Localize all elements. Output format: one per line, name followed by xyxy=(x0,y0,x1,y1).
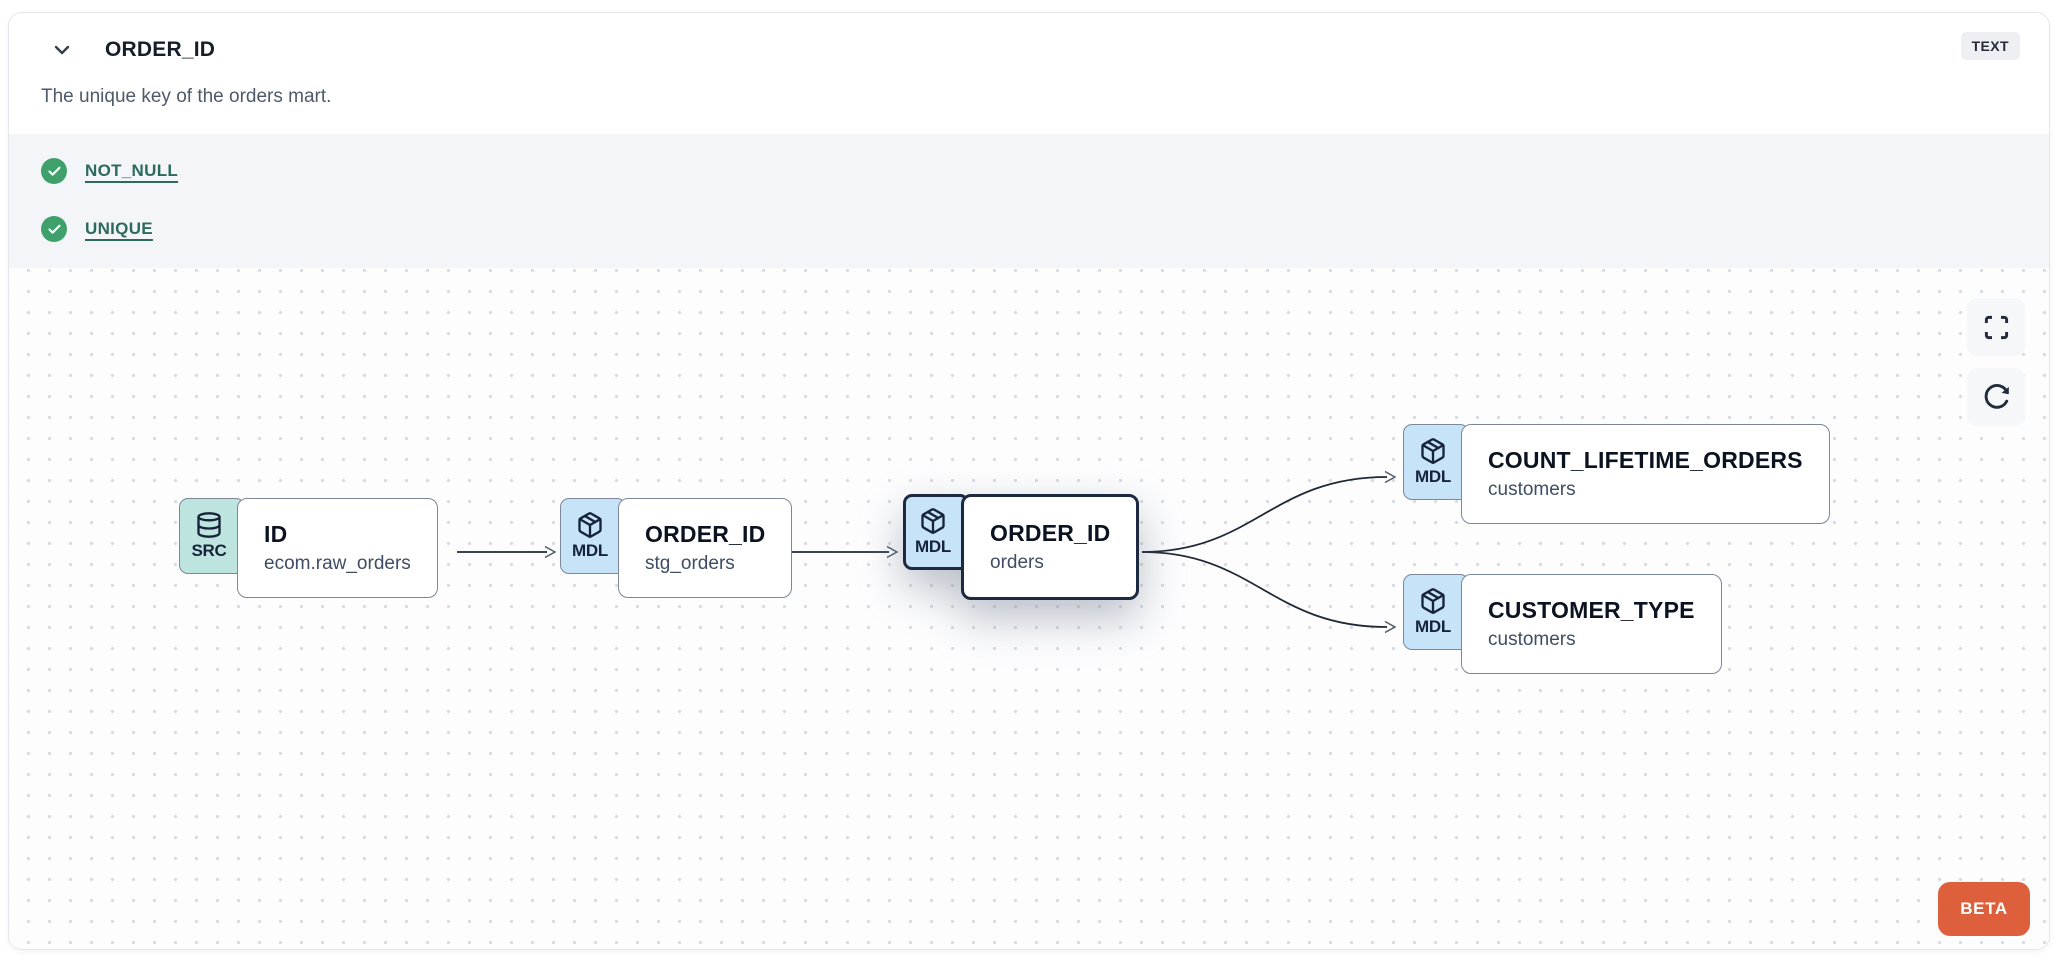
node-badge-label: MDL xyxy=(1415,617,1451,636)
node-title: ORDER_ID xyxy=(645,521,766,547)
check-circle-icon xyxy=(41,158,67,184)
package-icon xyxy=(919,507,947,535)
edge-arrowhead xyxy=(544,545,557,559)
node-card: ID ecom.raw_orders xyxy=(237,498,438,598)
lineage-node-customer-type[interactable]: MDL CUSTOMER_TYPE customers xyxy=(1403,574,1722,674)
column-name-title: ORDER_ID xyxy=(105,38,216,61)
node-subtitle: customers xyxy=(1488,479,1576,500)
node-type-badge-mdl: MDL xyxy=(560,498,626,574)
node-type-badge-mdl: MDL xyxy=(903,494,969,570)
edge-arrowhead xyxy=(1384,620,1397,634)
node-title: ID xyxy=(264,521,288,547)
edge-arrowhead xyxy=(886,545,899,559)
collapse-toggle-button[interactable] xyxy=(49,37,75,63)
package-icon xyxy=(1419,587,1447,615)
column-details-panel: ORDER_ID TEXT The unique key of the orde… xyxy=(8,12,2050,950)
lineage-node-src-id[interactable]: SRC ID ecom.raw_orders xyxy=(179,498,438,598)
edge xyxy=(1141,476,1388,553)
test-link-unique[interactable]: UNIQUE xyxy=(85,219,153,238)
node-card: ORDER_ID stg_orders xyxy=(618,498,793,598)
node-badge-label: MDL xyxy=(1415,467,1451,486)
node-card: ORDER_ID orders xyxy=(961,494,1140,600)
edge-arrowhead xyxy=(1384,470,1397,484)
edge xyxy=(1141,551,1388,628)
test-row: UNIQUE xyxy=(41,216,2017,242)
fullscreen-button[interactable] xyxy=(1967,298,2025,356)
lineage-edges xyxy=(457,470,1397,634)
node-subtitle: stg_orders xyxy=(645,553,735,574)
header: ORDER_ID TEXT The unique key of the orde… xyxy=(9,13,2049,134)
chevron-down-icon xyxy=(50,38,74,62)
data-type-badge: TEXT xyxy=(1960,32,2020,60)
node-card: COUNT_LIFETIME_ORDERS customers xyxy=(1461,424,1830,524)
node-card: CUSTOMER_TYPE customers xyxy=(1461,574,1722,674)
test-link-not-null[interactable]: NOT_NULL xyxy=(85,161,179,180)
test-row: NOT_NULL xyxy=(41,158,2017,184)
node-type-badge-src: SRC xyxy=(179,498,245,574)
beta-badge: BETA xyxy=(1938,882,2030,936)
node-subtitle: customers xyxy=(1488,629,1576,650)
node-type-badge-mdl: MDL xyxy=(1403,424,1469,500)
tests-section: NOT_NULL UNIQUE xyxy=(9,134,2049,268)
column-description: The unique key of the orders mart. xyxy=(41,86,332,107)
refresh-button[interactable] xyxy=(1967,368,2025,426)
canvas-controls xyxy=(1967,298,2025,426)
package-icon xyxy=(576,511,604,539)
node-type-badge-mdl: MDL xyxy=(1403,574,1469,650)
node-badge-label: MDL xyxy=(915,537,951,556)
refresh-icon xyxy=(1982,383,2011,412)
node-title: CUSTOMER_TYPE xyxy=(1488,597,1695,623)
lineage-node-orders-order-id[interactable]: MDL ORDER_ID orders xyxy=(903,494,1140,600)
node-title: COUNT_LIFETIME_ORDERS xyxy=(1488,447,1803,473)
lineage-node-count-lifetime-orders[interactable]: MDL COUNT_LIFETIME_ORDERS customers xyxy=(1403,424,1830,524)
lineage-node-stg-order-id[interactable]: MDL ORDER_ID stg_orders xyxy=(560,498,793,598)
node-subtitle: ecom.raw_orders xyxy=(264,553,411,574)
node-badge-label: MDL xyxy=(572,541,608,560)
fullscreen-icon xyxy=(1983,314,2010,341)
node-title: ORDER_ID xyxy=(990,520,1111,546)
lineage-canvas[interactable]: SRC ID ecom.raw_orders MDL ORDER_ID stg_… xyxy=(9,268,2049,949)
node-subtitle: orders xyxy=(990,552,1044,573)
package-icon xyxy=(1419,437,1447,465)
check-circle-icon xyxy=(41,216,67,242)
node-badge-label: SRC xyxy=(191,541,227,560)
title-row: ORDER_ID xyxy=(41,37,2019,63)
database-icon xyxy=(195,511,223,539)
